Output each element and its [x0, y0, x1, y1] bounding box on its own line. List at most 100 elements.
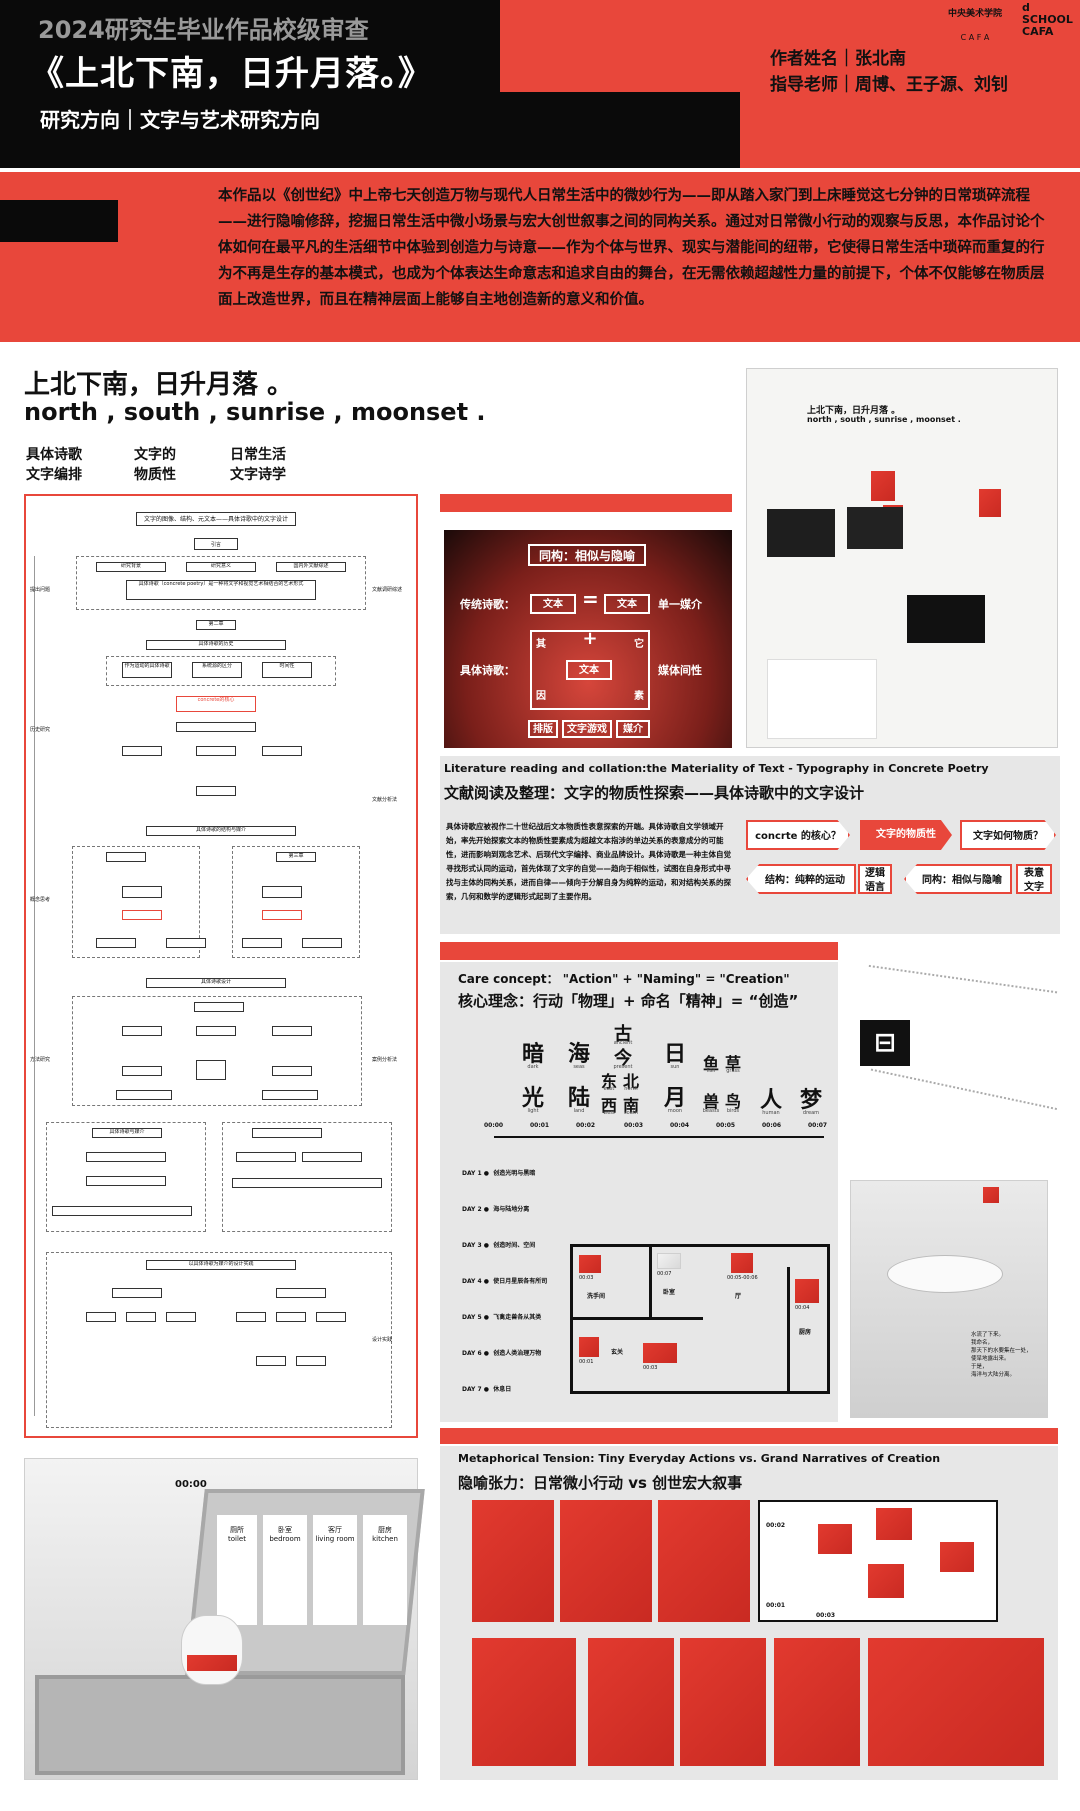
flow-core: concrete的核心 — [176, 696, 256, 712]
flow-left-label-3: 概念思考 — [30, 897, 51, 903]
time-3: 00:03 — [624, 1122, 644, 1129]
cafa-logo-cn: 中央美术学院 — [947, 9, 1002, 19]
time-0: 00:00 — [484, 1122, 504, 1129]
flow-box-k — [96, 938, 136, 948]
tension-photo-5 — [588, 1638, 674, 1766]
diag-intermedia: 媒体间性 — [658, 664, 702, 677]
glyph-light: 光 — [521, 1086, 544, 1111]
main-title-cn: 上北下南，日升月落 。 — [24, 370, 294, 400]
exhibit-screen-2 — [847, 507, 903, 549]
flow-ch3-group-r — [232, 846, 360, 958]
flow-box-ab — [276, 1288, 326, 1298]
day-5: DAY 5 ● 飞禽走兽各从其类 — [462, 1314, 542, 1321]
flow-box-p — [122, 1026, 162, 1036]
exhibit-plinth — [767, 659, 877, 739]
flow-ch2-title: 具体诗歌的历史 — [146, 640, 286, 650]
header-red-block — [500, 0, 1080, 92]
flow-box-z4 — [302, 1152, 362, 1162]
case-time: 00:00 — [175, 1479, 207, 1490]
flow-box-ad — [126, 1312, 156, 1322]
glyph-light-sub: light — [527, 1108, 539, 1114]
lit-flow-5: 逻辑 语言 — [858, 864, 892, 894]
flow-intro-item-3: 国内外文献综述 — [276, 562, 346, 572]
glyph-west-sub: west — [603, 1110, 615, 1116]
flow-left-rail — [34, 556, 54, 1416]
diag-text-2: 文本 — [604, 594, 650, 614]
glyph-ancient-sub: ancient — [613, 1040, 633, 1046]
research-direction: 研究方向｜文字与艺术研究方向 — [40, 108, 320, 132]
case-label-1: 厕所 toilet — [217, 1515, 257, 1625]
plan-thumb-1 — [579, 1255, 601, 1273]
glyph-human: 人 — [759, 1088, 782, 1113]
lit-flow-7: 表意 文字 — [1016, 864, 1052, 894]
flow-right-label-2: 文献分析法 — [372, 797, 398, 803]
glyph-present: 今 — [614, 1048, 632, 1069]
work-title: 《上北下南，日升月落。》 — [30, 54, 433, 94]
review-title: 2024研究生毕业作品校级审查 — [38, 16, 369, 44]
diag-text-1: 文本 — [530, 594, 576, 614]
abstract-black-bar — [0, 200, 118, 242]
flow-box-z3 — [236, 1152, 296, 1162]
glyph-east-sub: east — [603, 1086, 615, 1092]
exhibit-screen-3 — [907, 595, 985, 643]
author-name: 作者姓名｜张北南 — [770, 49, 906, 69]
center-red-bar — [440, 494, 732, 512]
flow-ch3-title: 具体诗歌的结构与媒介 — [146, 826, 296, 836]
timeline-line — [494, 1136, 824, 1138]
literature-title-cn: 文献阅读及整理：文字的物质性探索——具体诗歌中的文字设计 — [444, 784, 865, 802]
literature-title-en: Literature reading and collation:the Mat… — [444, 762, 989, 775]
frame-red-1 — [818, 1524, 852, 1554]
frame-red-2 — [876, 1508, 912, 1540]
time-5: 00:05 — [716, 1122, 736, 1129]
research-flowchart: 文字的图像、结构、元文本——具体诗歌中的文字设计 引言 研究背景 研究意义 国内… — [24, 494, 418, 1438]
flow-box-v — [116, 1090, 172, 1100]
glyph-sun-sub: sun — [670, 1064, 680, 1070]
tension-photo-1 — [472, 1500, 554, 1622]
diag-tag-1: 排版 — [528, 720, 558, 738]
flow-ch2-item-3: 时间性 — [262, 662, 312, 678]
flow-box-j — [262, 910, 302, 920]
flow-box-u — [272, 1066, 312, 1076]
lit-flow-1: concrte 的核心？ — [746, 820, 850, 850]
tension-red-bar — [440, 1428, 1058, 1444]
flow-right-label-4: 设计实践 — [372, 1337, 393, 1343]
main-title-en: north , south , sunrise , moonset . — [24, 398, 486, 426]
flow-box-s — [122, 1066, 162, 1076]
flow-box-c — [196, 746, 236, 756]
diag-text-3: 文本 — [566, 660, 612, 680]
plan-wall-2 — [573, 1317, 703, 1320]
teddy-scarf — [187, 1655, 237, 1671]
time-1: 00:01 — [530, 1122, 550, 1129]
tension-photo-4 — [472, 1638, 576, 1766]
sink-basin — [887, 1255, 1003, 1293]
glyph-dream: 梦 — [799, 1088, 822, 1113]
flow-box-ac — [86, 1312, 116, 1322]
room-entrance: 玄关 — [611, 1349, 624, 1356]
flow-box-aa — [112, 1288, 162, 1298]
glyph-human-sub: human — [762, 1110, 780, 1116]
plan-time-2: 00:07 — [657, 1271, 672, 1277]
exhibit-wall-subtitle: north , south , sunrise , moonset . — [807, 415, 961, 424]
flow-box-e — [196, 786, 236, 796]
day-7-text: 休息日 — [493, 1386, 512, 1393]
glyph-ancient: 古 — [614, 1024, 632, 1045]
glyph-dark: 暗 — [521, 1042, 544, 1067]
flow-intro-group — [76, 556, 366, 610]
diag-tongguo: 同构：相似与隐喻 — [528, 544, 646, 566]
flow-box-i — [122, 910, 162, 920]
day-3-label: DAY 3 — [462, 1242, 482, 1249]
black-square-icon: ⊟ — [860, 1020, 910, 1066]
glyph-moon-sub: moon — [667, 1108, 683, 1114]
diag-tag-3: 媒介 — [616, 720, 650, 738]
exhibit-wall-photo: 上北下南，日升月落 。 north , south , sunrise , mo… — [746, 368, 1058, 748]
day-1-label: DAY 1 — [462, 1170, 482, 1177]
sink-caption: 水流了下来。 我命名， 那天下的水要集在一处， 使旱地露出来。 于是， 海洋与大… — [971, 1332, 1032, 1378]
tension-frame: 00:02 00:01 00:03 — [758, 1500, 998, 1622]
core-red-bar — [440, 942, 838, 960]
glyph-seas: 海 — [567, 1042, 590, 1067]
glyph-beasts-sub: beasts — [702, 1108, 720, 1114]
frame-time-1: 00:02 — [766, 1522, 786, 1529]
diag-concrete: 具体诗歌： — [460, 664, 515, 677]
flow-box-ai — [256, 1356, 286, 1366]
flow-box-h — [262, 886, 302, 898]
